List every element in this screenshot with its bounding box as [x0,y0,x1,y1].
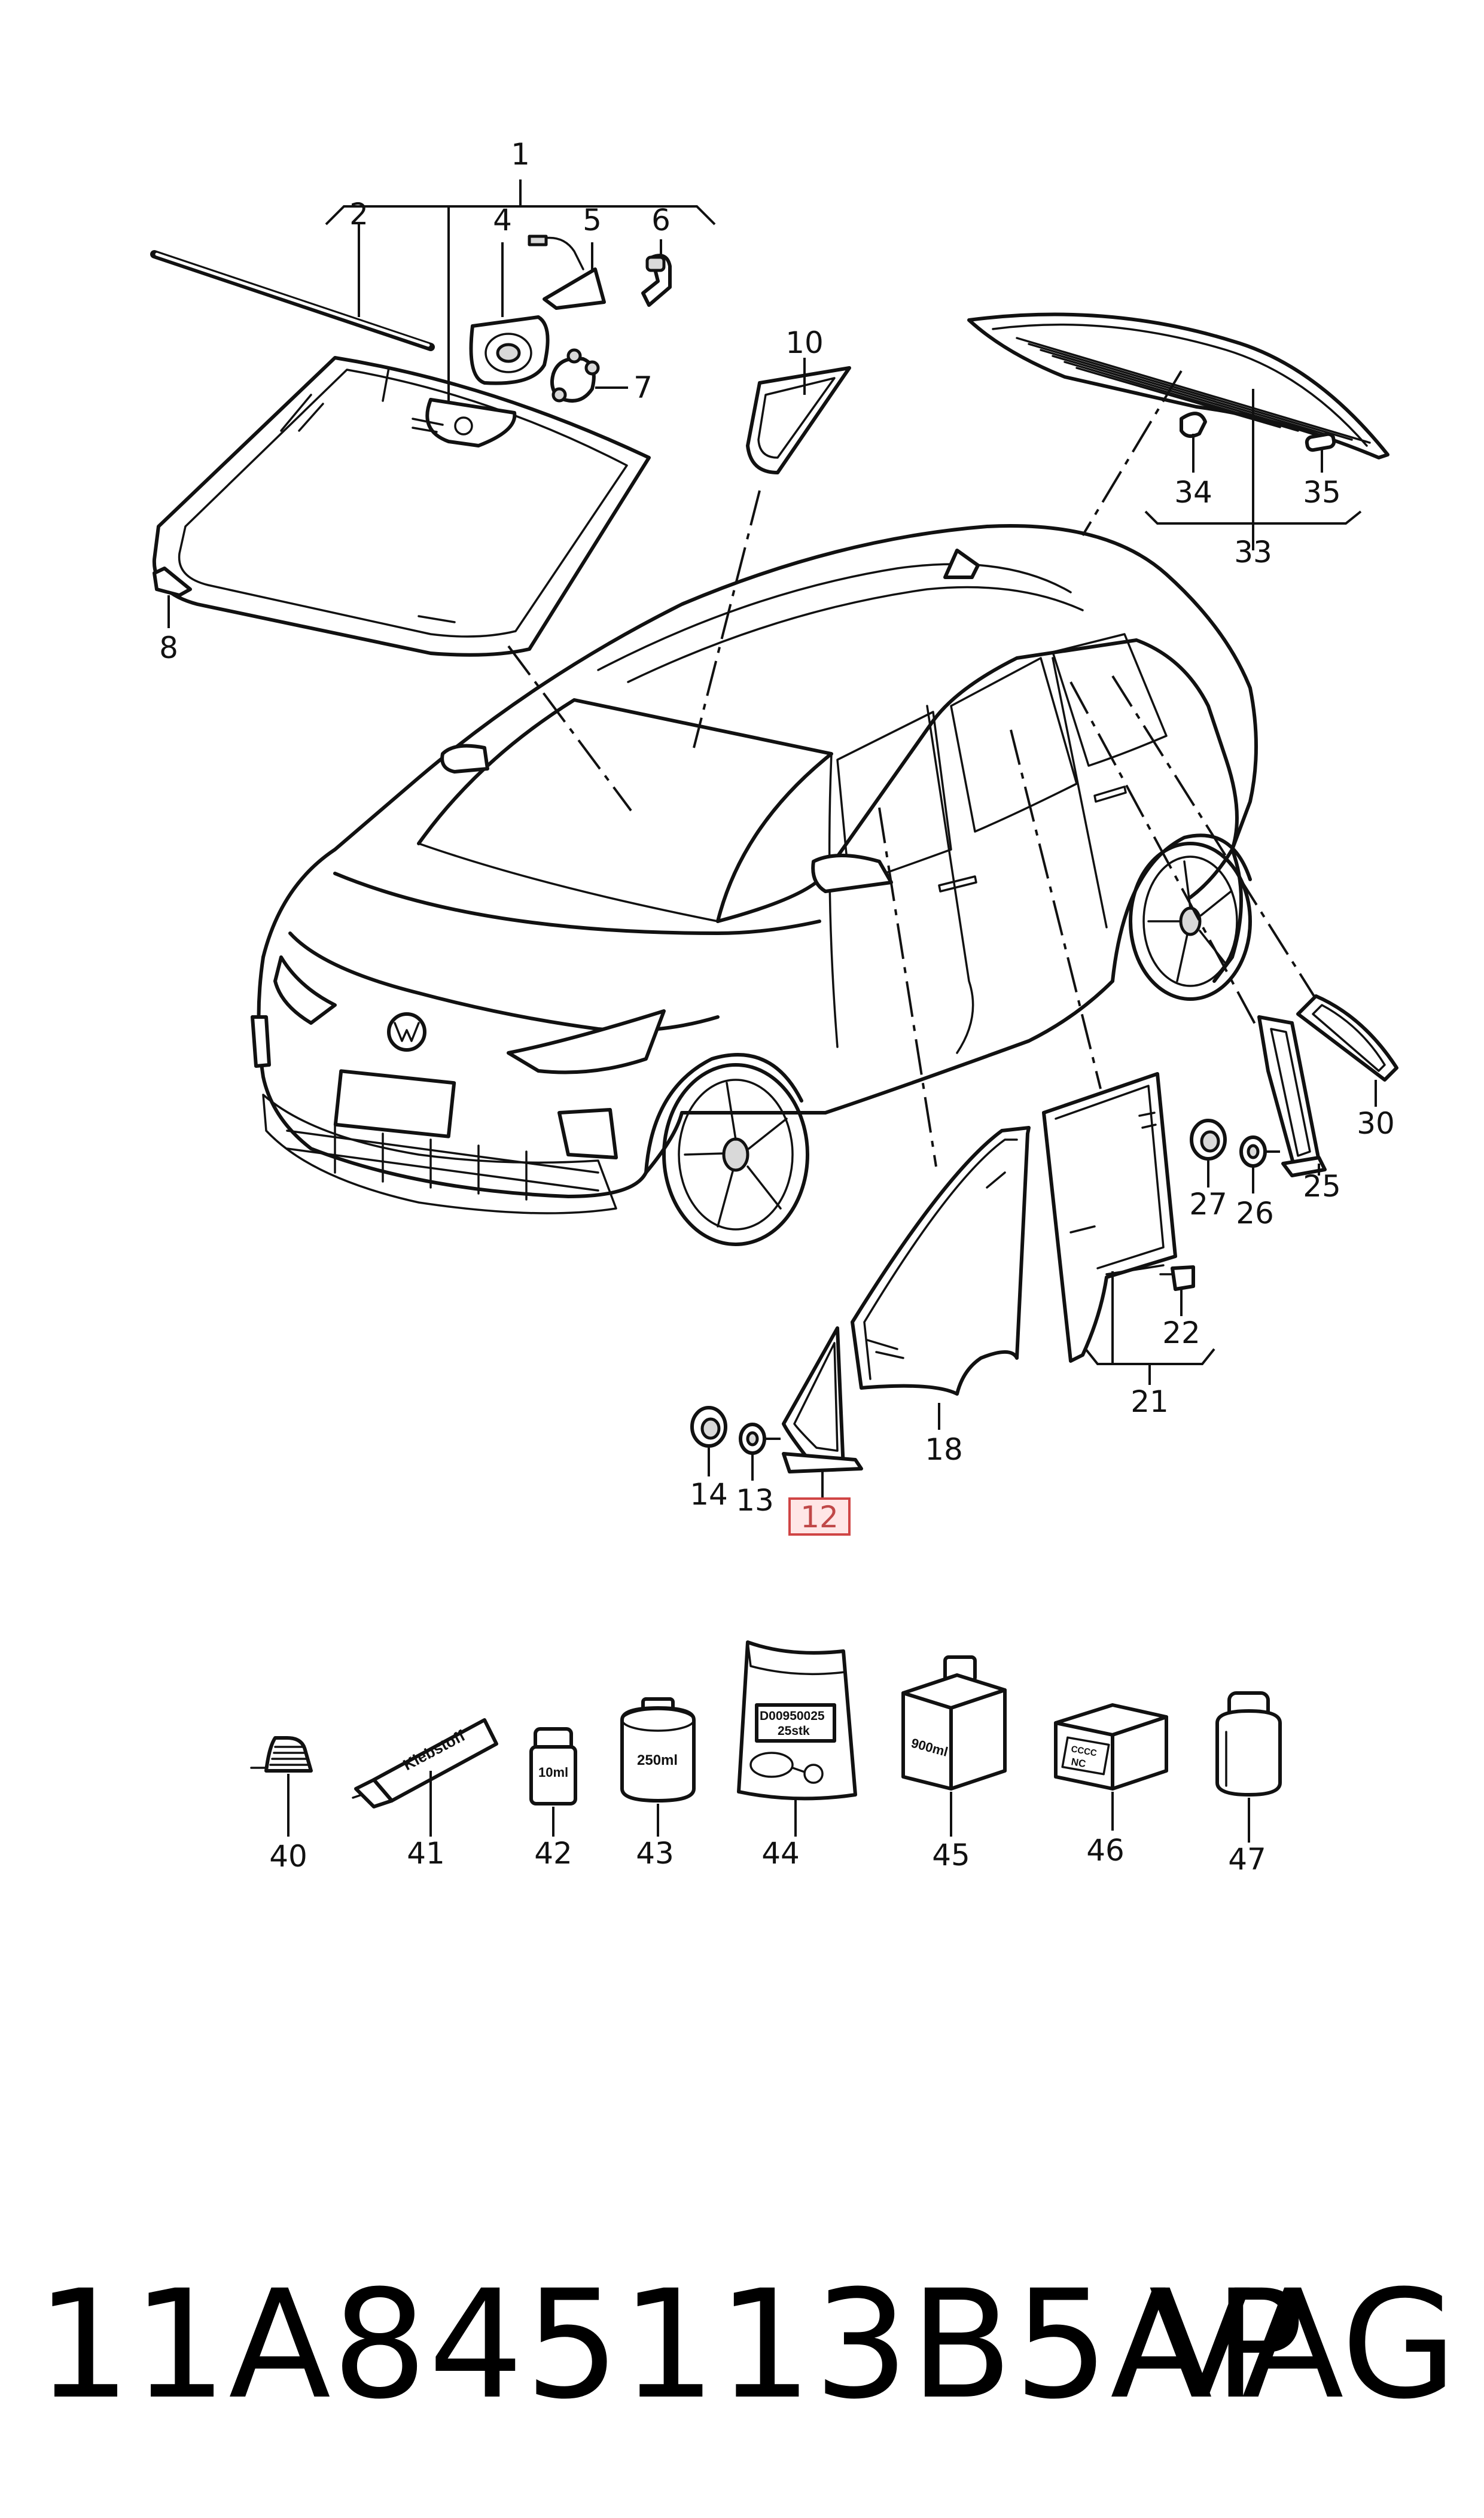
part-34-clip [1180,412,1207,473]
part-33-rear-glass [967,312,1389,550]
part-6-cable [641,239,672,307]
leader-lines [507,370,1317,1167]
parts-diagram-svg: Klebstoff 10ml 250ml D00950025 25stk 900… [150,137,1398,1877]
part-25-quarter-glass [1257,1015,1327,1177]
part-42-bottle-10ml: 10ml [529,1727,577,1837]
callout-47: 47 [1228,1842,1266,1877]
callout-25: 25 [1303,1169,1341,1204]
part-46-kit-box: CCCC NC [1054,1703,1168,1831]
callout-26: 26 [1236,1196,1274,1231]
callout-33: 33 [1234,535,1272,570]
callout-35: 35 [1303,475,1341,510]
part-30-quarter-window [1296,994,1398,1107]
parts-diagram: Klebstoff 10ml 250ml D00950025 25stk 900… [150,137,1398,1877]
part-45-box-900ml: 900ml [901,1655,1007,1837]
callout-46: 46 [1086,1833,1125,1868]
part-14-cap [690,1406,727,1476]
callout-44: 44 [761,1836,800,1871]
part-41-adhesive-tube: Klebstoff [352,1718,498,1837]
callout-18: 18 [925,1432,963,1467]
highlight-box-12 [788,1497,851,1536]
callout-41: 41 [407,1836,445,1871]
part-21-rear-door-glass [1042,1072,1215,1385]
bracket-group-1 [325,179,716,226]
bottle-10ml-label: 10ml [538,1765,568,1780]
part-22-clip [1159,1265,1195,1316]
callout-30: 30 [1357,1106,1395,1141]
can-label: 250ml [637,1752,678,1768]
vehicle-outline [251,524,1258,1246]
part-8-clip [153,567,192,628]
part-27-cap [1190,1119,1227,1188]
callout-7: 7 [633,370,653,405]
part-35-buffer [1305,432,1336,473]
part-12-quarter-glass [782,1326,863,1499]
callout-12: 12 [800,1500,839,1534]
part-10-triangle-glass [746,358,851,474]
callout-5: 5 [583,203,602,238]
bag-label-line2: 25stk [778,1724,810,1738]
part-44-bag: D00950025 25stk [737,1640,857,1837]
part-4-sensor-cover [469,242,550,385]
part-43-can-250ml: 250ml [620,1697,696,1837]
part-1-windscreen [152,206,651,657]
callout-6: 6 [651,203,671,238]
callout-1: 1 [511,137,530,172]
callout-2: 2 [349,197,368,232]
bag-label-line1: D00950025 [760,1709,825,1723]
part-18-front-door-glass [851,1126,1031,1430]
callout-14: 14 [690,1477,728,1512]
part-7-sensor [550,348,628,403]
callout-10: 10 [785,325,824,360]
part-47-bottle [1215,1691,1282,1843]
callout-40: 40 [269,1839,307,1874]
part-2-strip [150,224,435,351]
callout-45: 45 [932,1838,970,1872]
brand-name: VAG [1148,2258,1457,2432]
callout-13: 13 [736,1483,774,1518]
callout-22: 22 [1162,1316,1200,1350]
callout-34: 34 [1174,475,1212,510]
callout-27: 27 [1189,1187,1227,1222]
part-number: 11A845113B5AP [36,2258,1305,2432]
callout-4: 4 [493,203,512,238]
part-40-nozzle [250,1736,313,1837]
kit-label-line2: NC [1070,1756,1086,1770]
callout-21: 21 [1130,1384,1169,1419]
callout-8: 8 [159,631,178,665]
callout-42: 42 [534,1836,572,1871]
callout-43: 43 [636,1836,674,1871]
part-5-bracket [528,235,606,310]
part-13-grommet [739,1423,781,1481]
part-26-grommet [1239,1135,1280,1193]
footer: 11A845113B5AP VAG [0,2255,1484,2435]
callout-labels: 1 2 4 5 6 7 8 10 12 13 14 18 21 22 25 26… [159,137,1395,1877]
